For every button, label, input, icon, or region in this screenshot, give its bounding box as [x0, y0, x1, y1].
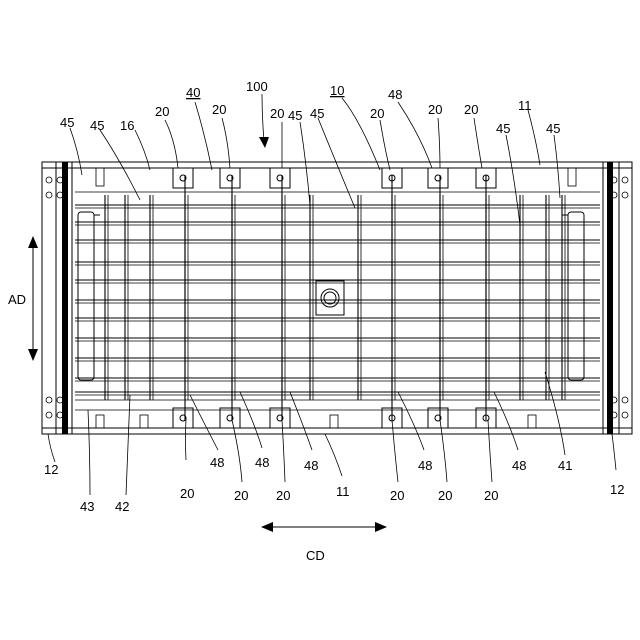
label-12-left: 12	[44, 462, 58, 477]
label-100: 100	[246, 79, 268, 94]
left-post	[46, 162, 72, 434]
label-48-b3: 48	[304, 458, 318, 473]
pin-block-top	[270, 168, 290, 188]
label-20-t4: 20	[370, 106, 384, 121]
pin-block-top	[173, 168, 193, 188]
label-20-t2: 20	[212, 102, 226, 117]
pin-block-top	[428, 168, 448, 188]
label-48-b4: 48	[418, 458, 432, 473]
label-45-t2: 45	[90, 118, 104, 133]
label-45-t6: 45	[546, 121, 560, 136]
label-42: 42	[115, 499, 129, 514]
label-48-b2: 48	[255, 455, 269, 470]
label-11-bottom: 11	[336, 484, 350, 499]
label-20-b1: 20	[180, 486, 194, 501]
label-20-t5: 20	[428, 102, 442, 117]
cd-arrow	[261, 522, 387, 532]
ad-arrow	[28, 236, 38, 361]
pin-block-bottom	[220, 408, 240, 428]
outer-frame	[42, 162, 632, 434]
label-45-t3: 45	[288, 108, 302, 123]
label-ad: AD	[8, 292, 26, 307]
label-frame: 10	[330, 83, 344, 98]
center-fitting	[316, 281, 344, 315]
label-48-top: 48	[388, 87, 402, 102]
label-48-b5: 48	[512, 458, 526, 473]
label-12-right: 12	[610, 482, 624, 497]
label-20-t3: 20	[270, 106, 284, 121]
leader-lines	[48, 94, 616, 495]
pin-block-top	[220, 168, 240, 188]
pin-block-bottom	[173, 408, 193, 428]
label-20-b6: 20	[484, 488, 498, 503]
label-20-b5: 20	[438, 488, 452, 503]
cage-vertical-bars	[105, 175, 565, 420]
label-45-t5: 45	[496, 121, 510, 136]
label-cage: 40	[186, 85, 200, 100]
label-cd: CD	[306, 548, 325, 563]
label-43: 43	[80, 499, 94, 514]
label-20-b4: 20	[390, 488, 404, 503]
label-45-t4: 45	[310, 106, 324, 121]
label-45-t1: 45	[60, 115, 74, 130]
pin-blocks	[173, 168, 496, 428]
label-20-b3: 20	[276, 488, 290, 503]
side-loops	[78, 212, 584, 380]
pin-block-bottom	[270, 408, 290, 428]
pin-block-bottom	[428, 408, 448, 428]
label-48-b1: 48	[210, 455, 224, 470]
label-20-t1: 20	[155, 104, 169, 119]
label-11-top: 11	[518, 98, 532, 113]
cage-horizontal-bars	[75, 205, 600, 395]
label-20-b2: 20	[234, 488, 248, 503]
label-16: 16	[120, 118, 134, 133]
label-41: 41	[558, 458, 572, 473]
label-20-t6: 20	[464, 102, 478, 117]
right-post	[603, 162, 628, 434]
